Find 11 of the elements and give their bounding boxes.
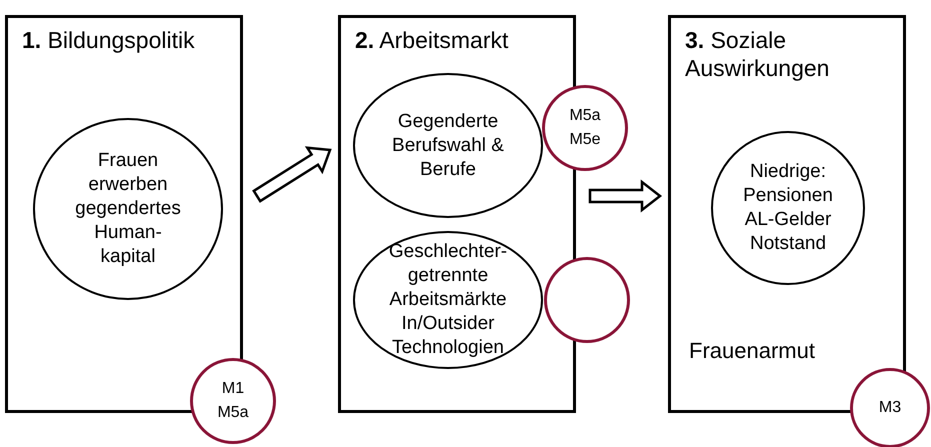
- effect-circle: Niedrige: Pensionen AL-Gelder Notstand: [711, 131, 865, 285]
- outcome-label: Frauenarmut: [689, 337, 815, 365]
- topic-ellipse: Geschlechter- getrennte Arbeitsmärkte In/Outsider Technologien: [353, 231, 543, 369]
- stage-title: 3. Soziale Auswirkungen: [685, 26, 830, 82]
- topic-ellipse: Frauen erwerben gegendertes Human- kapital: [33, 118, 223, 300]
- topic-ellipse: Gegenderte Berufswahl & Berufe: [353, 73, 543, 218]
- block-arrow: [252, 146, 332, 203]
- stage-title: 2. Arbeitsmarkt: [355, 26, 510, 54]
- block-arrow: [588, 179, 662, 213]
- stage-title: 1. Bildungspolitik: [22, 26, 196, 54]
- stage-panel: [668, 15, 906, 413]
